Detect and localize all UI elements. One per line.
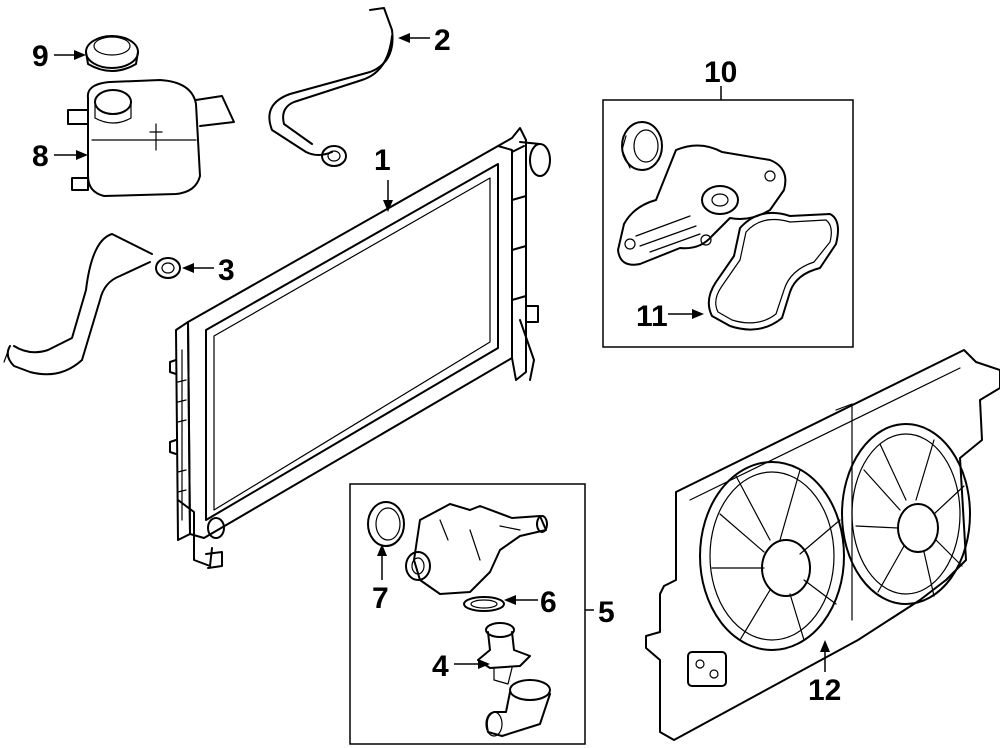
callout-5: 5 (598, 596, 615, 629)
upper-radiator-hose[interactable] (268, 7, 394, 167)
reservoir-cap[interactable] (85, 35, 139, 72)
water-pump[interactable] (617, 121, 787, 266)
thermostat-seal[interactable] (367, 501, 405, 547)
thermostat-gasket[interactable] (463, 596, 505, 612)
callout-11: 11 (636, 300, 668, 333)
callout-3: 3 (218, 254, 235, 287)
radiator[interactable] (169, 127, 551, 569)
callout-9: 9 (32, 40, 49, 73)
callout-10: 10 (704, 56, 737, 89)
callout-4: 4 (432, 650, 449, 683)
callout-12: 12 (808, 674, 841, 707)
thermostat-housing[interactable] (405, 503, 548, 595)
water-pump-gasket[interactable] (707, 212, 839, 331)
lower-radiator-hose[interactable] (3, 233, 181, 376)
cooling-fan-assembly[interactable] (645, 349, 1000, 741)
callout-7: 7 (372, 582, 389, 615)
callout-2: 2 (434, 24, 451, 57)
thermostat-group-frame (349, 483, 586, 745)
callout-6: 6 (540, 586, 557, 619)
thermostat[interactable] (477, 622, 531, 685)
leader-lines (54, 33, 830, 672)
coolant-outlet[interactable] (485, 679, 551, 737)
coolant-reservoir[interactable] (67, 79, 235, 197)
callout-8: 8 (32, 140, 49, 173)
callout-1: 1 (374, 144, 391, 177)
water-pump-group-frame (602, 99, 854, 348)
